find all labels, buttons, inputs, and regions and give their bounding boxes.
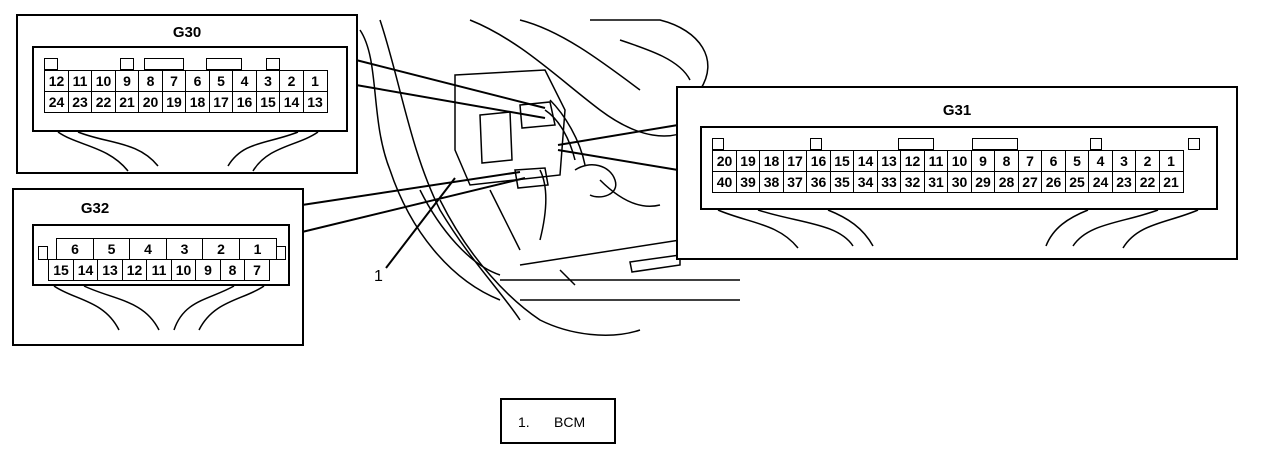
pin: 24 <box>44 91 69 113</box>
connector-g32-row2: 15 14 13 12 11 10 9 8 7 <box>48 259 270 281</box>
connector-g31-housing: 20 19 18 17 16 15 14 13 12 11 10 9 8 7 6… <box>700 126 1218 210</box>
pin: 14 <box>279 91 304 113</box>
pin: 3 <box>165 238 204 260</box>
pin: 21 <box>114 91 140 113</box>
pin: 7 <box>244 259 270 281</box>
connector-g30-row2: 24 23 22 21 20 19 18 17 16 15 14 13 <box>44 91 328 113</box>
callout-number: 1 <box>374 268 383 285</box>
connector-g32-row1: 6 5 4 3 2 1 <box>56 238 277 260</box>
pin: 40 <box>712 171 737 193</box>
pin: 26 <box>1041 171 1066 193</box>
pin: 34 <box>853 171 878 193</box>
pin: 3 <box>255 70 281 92</box>
pin: 12 <box>44 70 69 92</box>
pin: 31 <box>923 171 949 193</box>
pin: 2 <box>202 238 240 260</box>
legend-text: BCM <box>554 414 586 430</box>
pin: 16 <box>232 91 257 113</box>
pin: 17 <box>208 91 234 113</box>
connector-g32-label: G32 <box>80 200 110 217</box>
pin: 8 <box>219 259 246 281</box>
pin: 5 <box>208 70 234 92</box>
pin: 10 <box>170 259 197 281</box>
pin: 22 <box>91 91 116 113</box>
connector-g30-housing: 12 11 10 9 8 7 6 5 4 3 2 1 24 23 22 21 2… <box>32 46 348 132</box>
pin: 17 <box>782 150 808 172</box>
connector-g30-panel: G30 12 11 10 9 8 7 6 5 4 3 2 1 24 23 22 … <box>16 14 358 174</box>
connector-g31-label: G31 <box>942 102 972 119</box>
pin: 27 <box>1017 171 1043 193</box>
pin: 9 <box>114 70 140 92</box>
pin: 8 <box>994 150 1019 172</box>
pin: 23 <box>67 91 93 113</box>
pin: 24 <box>1088 171 1113 193</box>
pin: 4 <box>129 238 167 260</box>
pin: 14 <box>72 259 99 281</box>
pin: 6 <box>1041 150 1066 172</box>
connector-g31-panel: G31 20 19 18 17 16 15 14 13 12 11 10 9 8… <box>676 86 1238 260</box>
pin: 15 <box>829 150 855 172</box>
pin: 1 <box>238 238 277 260</box>
pin: 13 <box>876 150 902 172</box>
connector-g31-row1: 20 19 18 17 16 15 14 13 12 11 10 9 8 7 6… <box>712 150 1184 172</box>
pin: 30 <box>947 171 972 193</box>
pin: 12 <box>121 259 148 281</box>
pin: 6 <box>56 238 94 260</box>
pin: 15 <box>255 91 281 113</box>
pin: 5 <box>1064 150 1090 172</box>
pin: 10 <box>91 70 116 92</box>
pin: 29 <box>970 171 996 193</box>
pin: 14 <box>853 150 878 172</box>
legend-box: 1. BCM <box>500 398 616 444</box>
pin: 6 <box>185 70 210 92</box>
pin: 9 <box>195 259 221 281</box>
pin: 33 <box>876 171 902 193</box>
pin: 18 <box>185 91 210 113</box>
pin: 2 <box>279 70 304 92</box>
pin: 2 <box>1135 150 1160 172</box>
legend-number: 1. <box>518 414 530 430</box>
pin: 11 <box>923 150 949 172</box>
pin: 7 <box>1017 150 1043 172</box>
pin: 8 <box>138 70 163 92</box>
connector-g32-panel: G32 6 5 4 3 2 1 15 14 13 12 11 10 9 8 7 <box>12 188 304 346</box>
connector-g30-row1: 12 11 10 9 8 7 6 5 4 3 2 1 <box>44 70 328 92</box>
pin: 32 <box>900 171 925 193</box>
pin: 1 <box>1158 150 1184 172</box>
pin: 11 <box>67 70 93 92</box>
connector-g31-row2: 40 39 38 37 36 35 34 33 32 31 30 29 28 2… <box>712 171 1184 193</box>
pin: 36 <box>806 171 831 193</box>
pin: 16 <box>806 150 831 172</box>
pin: 20 <box>712 150 737 172</box>
pin: 20 <box>138 91 163 113</box>
pin: 25 <box>1064 171 1090 193</box>
pin: 18 <box>759 150 784 172</box>
pin: 19 <box>735 150 761 172</box>
pin: 21 <box>1158 171 1184 193</box>
pin: 1 <box>302 70 328 92</box>
pin: 7 <box>161 70 187 92</box>
pin: 22 <box>1135 171 1160 193</box>
pin: 38 <box>759 171 784 193</box>
pin: 5 <box>92 238 131 260</box>
pin: 3 <box>1111 150 1137 172</box>
pin: 23 <box>1111 171 1137 193</box>
pin: 12 <box>900 150 925 172</box>
connector-g30-label: G30 <box>172 24 202 41</box>
pin: 4 <box>1088 150 1113 172</box>
pin: 35 <box>829 171 855 193</box>
pin: 37 <box>782 171 808 193</box>
connector-g32-housing: 6 5 4 3 2 1 15 14 13 12 11 10 9 8 7 <box>32 224 290 286</box>
pin: 9 <box>970 150 996 172</box>
pin: 39 <box>735 171 761 193</box>
pin: 10 <box>947 150 972 172</box>
pin: 28 <box>994 171 1019 193</box>
pin: 4 <box>232 70 257 92</box>
pin: 19 <box>161 91 187 113</box>
pin: 15 <box>48 259 74 281</box>
pin: 11 <box>146 259 172 281</box>
pin: 13 <box>97 259 123 281</box>
pin: 13 <box>302 91 328 113</box>
